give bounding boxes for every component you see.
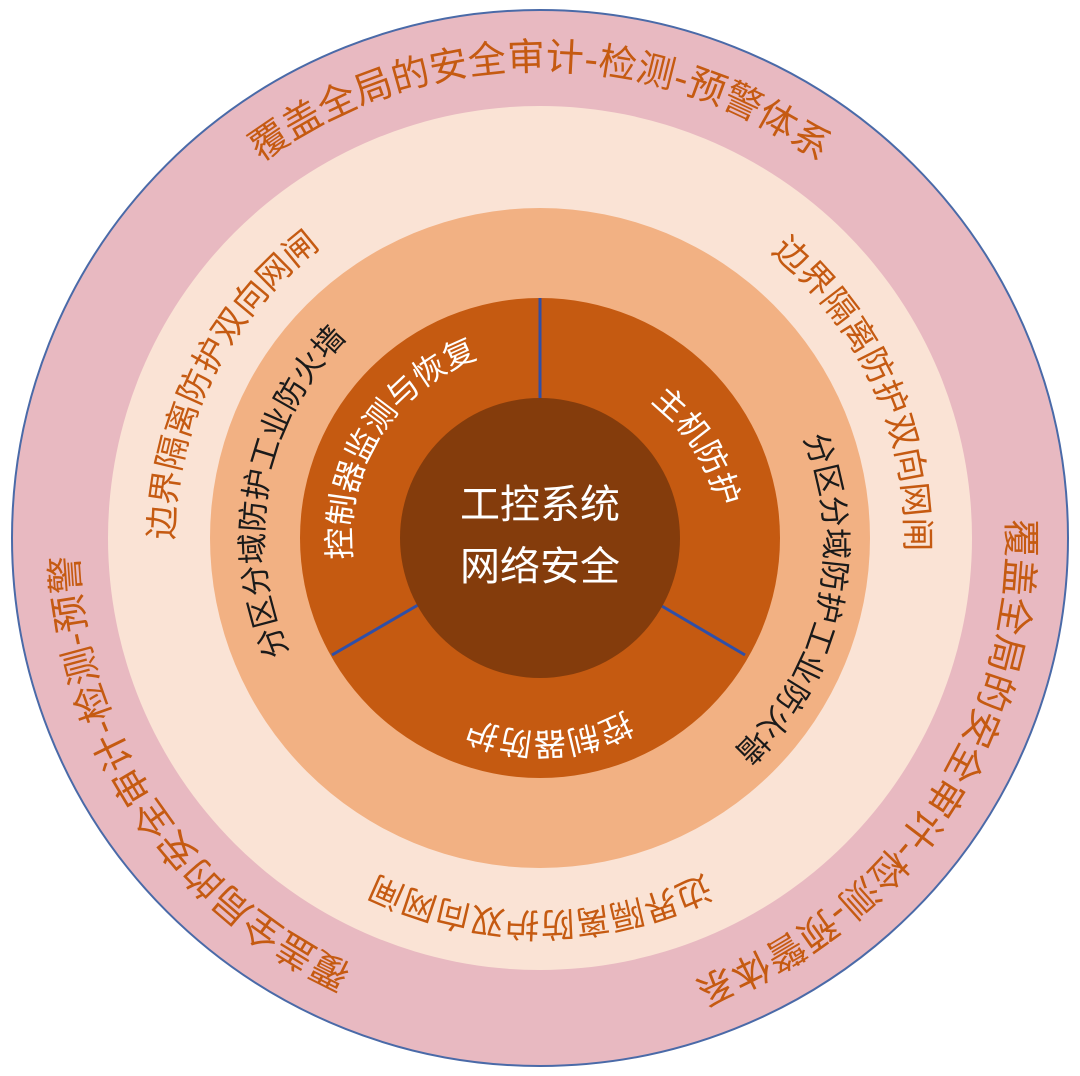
center-circle: [400, 398, 680, 678]
divider-right: [654, 600, 746, 657]
center-title-line1: 工控系统: [460, 482, 620, 528]
center-title-line2: 网络安全: [460, 544, 620, 590]
divider-left: [331, 603, 419, 657]
